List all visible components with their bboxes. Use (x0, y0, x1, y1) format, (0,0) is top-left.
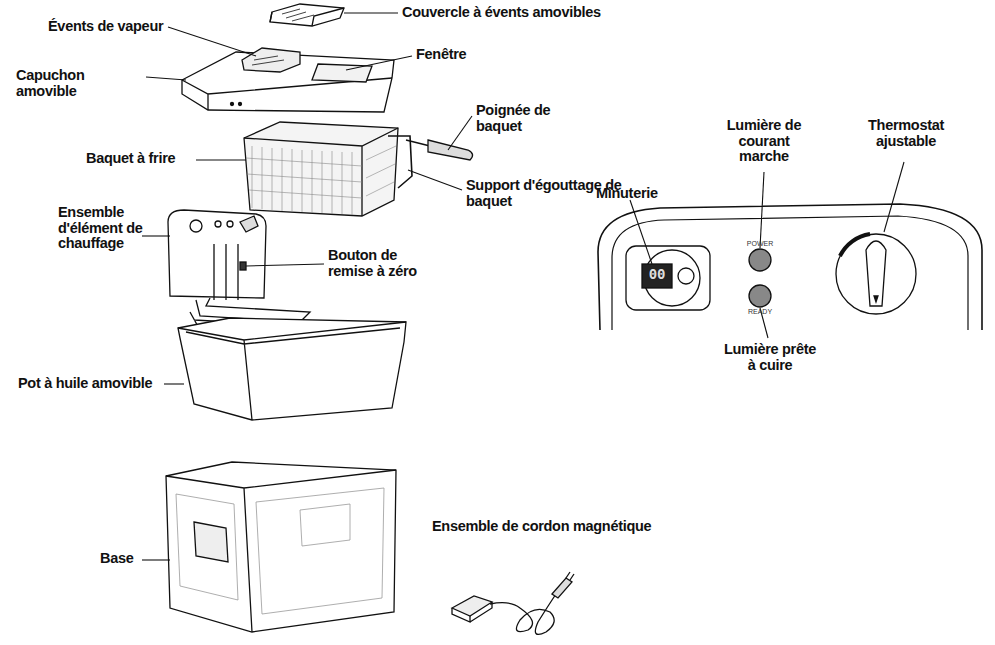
part-label: Lumière prête à cuire (720, 342, 820, 373)
part-label: Fenêtre (416, 47, 506, 63)
part-label: Ensemble d'élément de chauffage (58, 205, 158, 252)
part-label: Bouton de remise à zéro (328, 248, 442, 279)
oil-pot (178, 318, 406, 420)
vent-cover (270, 4, 344, 26)
part-label: Poignée de baquet (476, 103, 562, 134)
magnetic-cord (452, 572, 574, 634)
part-label: Thermostat ajustable (856, 118, 956, 149)
part-label: Baquet à frire (86, 151, 206, 167)
part-label: Lumière de courant marche (718, 118, 810, 165)
fry-basket (244, 122, 473, 216)
control-panel (598, 204, 982, 330)
panel-marking: READY (740, 308, 780, 316)
part-label: Évents de vapeur (48, 19, 170, 35)
part-label: Ensemble de cordon magnétique (432, 519, 702, 535)
part-label: Pot à huile amovible (18, 376, 168, 392)
part-label: Minuterie (596, 186, 686, 202)
part-label: Base (100, 551, 144, 567)
heating-element (168, 210, 316, 334)
fryer-base (166, 462, 396, 632)
timer-display: 00 (642, 267, 672, 282)
panel-marking: POWER (740, 240, 780, 248)
removable-lid (182, 48, 394, 112)
leader-lines (142, 13, 904, 560)
part-label: Capuchon amovible (16, 68, 146, 99)
part-label: Couvercle à évents amovibles (402, 5, 702, 21)
